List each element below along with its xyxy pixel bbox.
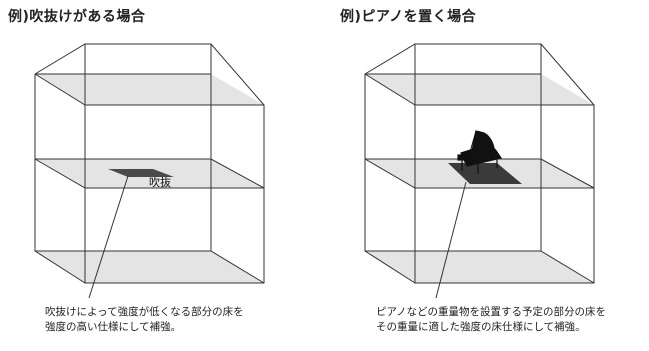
ground-floor-panel [365, 251, 594, 283]
roof-floor-panel [365, 74, 594, 105]
void-label: 吹抜 [149, 175, 171, 189]
void-opening [108, 169, 174, 177]
diagram-title-piano: 例)ピアノを置く場合 [340, 9, 477, 25]
caption-line: 吹抜けによって強度が低くなる部分の床を [45, 306, 244, 318]
house-void-diagram [34, 43, 265, 299]
leader-line-piano [435, 181, 467, 299]
caption-piano: ピアノなどの重量物を設置する予定の部分の床を その重量に適した強度の床仕様にして… [376, 305, 606, 335]
caption-void: 吹抜けによって強度が低くなる部分の床を 強度の高い仕様にして補強。 [45, 305, 244, 335]
diagram-title-void: 例)吹抜けがある場合 [8, 9, 146, 25]
house-piano-diagram [364, 43, 595, 299]
reinforced-floor-zone [448, 163, 522, 184]
caption-line: ピアノなどの重量物を設置する予定の部分の床を [376, 306, 607, 318]
grand-piano-icon [457, 130, 502, 174]
leader-line-void [88, 175, 129, 299]
caption-line: 強度の高い仕様にして補強。 [45, 321, 182, 333]
ground-floor-panel [35, 251, 264, 283]
roof-floor-panel [35, 74, 264, 105]
caption-line: その重量に適した強度の床仕様にして補強。 [376, 321, 586, 333]
